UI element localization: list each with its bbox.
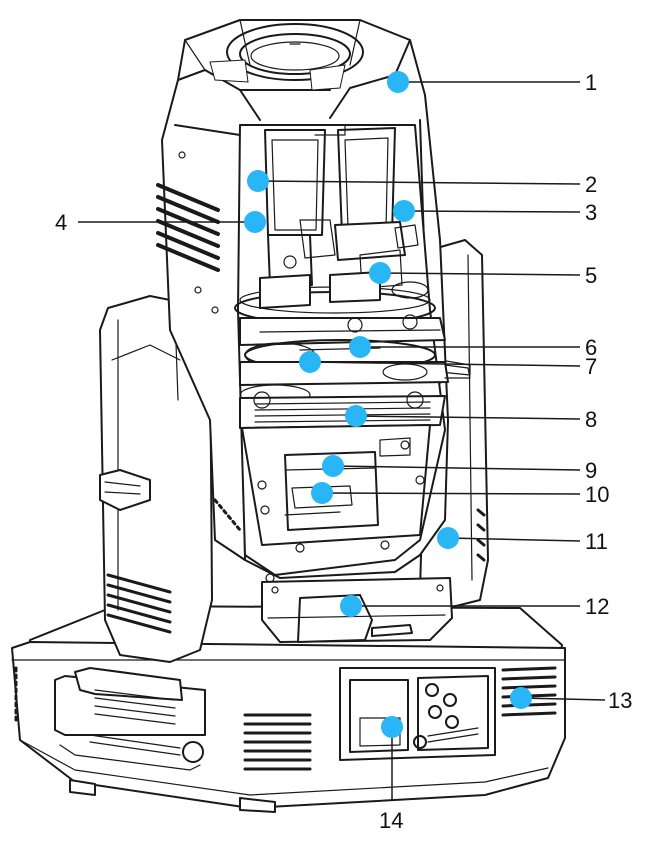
callout-lines bbox=[78, 81, 606, 800]
callout-label-11: 11 bbox=[585, 529, 608, 554]
callout-label-2: 2 bbox=[585, 172, 597, 197]
callout-marker-13 bbox=[510, 687, 532, 709]
callout-markers bbox=[244, 71, 532, 738]
callout-label-12: 12 bbox=[585, 594, 609, 619]
callout-marker-1 bbox=[387, 71, 409, 93]
callout-label-8: 8 bbox=[585, 407, 597, 432]
callout-label-7: 7 bbox=[585, 354, 597, 379]
callout-label-10: 10 bbox=[585, 482, 609, 507]
callout-marker-8 bbox=[345, 405, 367, 427]
callout-label-1: 1 bbox=[585, 70, 597, 95]
callout-marker-10 bbox=[311, 482, 333, 504]
callout-marker-11 bbox=[437, 527, 459, 549]
callout-label-3: 3 bbox=[585, 200, 597, 225]
callout-label-9: 9 bbox=[585, 458, 597, 483]
base-vents-right bbox=[501, 666, 557, 717]
callout-label-6: 6 bbox=[585, 335, 597, 360]
callout-label-13: 13 bbox=[608, 688, 632, 713]
callout-marker-4 bbox=[244, 211, 266, 233]
callout-marker-9 bbox=[322, 455, 344, 477]
callout-marker-5 bbox=[369, 262, 391, 284]
callout-marker-3 bbox=[393, 200, 415, 222]
head-vents bbox=[156, 183, 220, 272]
callout-label-5: 5 bbox=[585, 263, 597, 288]
base-vents-left bbox=[243, 713, 312, 771]
callout-label-4: 4 bbox=[55, 210, 67, 235]
callout-marker-12 bbox=[340, 595, 362, 617]
callout-labels: 1 2 3 4 5 6 7 8 9 10 11 12 13 14 bbox=[55, 70, 632, 833]
callout-marker-14 bbox=[381, 716, 403, 738]
head-interior bbox=[234, 124, 471, 576]
callout-label-14: 14 bbox=[379, 808, 403, 833]
callout-marker-2 bbox=[247, 170, 269, 192]
callout-marker-7 bbox=[299, 351, 321, 373]
yoke-arm-left bbox=[99, 295, 213, 663]
callout-marker-6 bbox=[349, 336, 371, 358]
